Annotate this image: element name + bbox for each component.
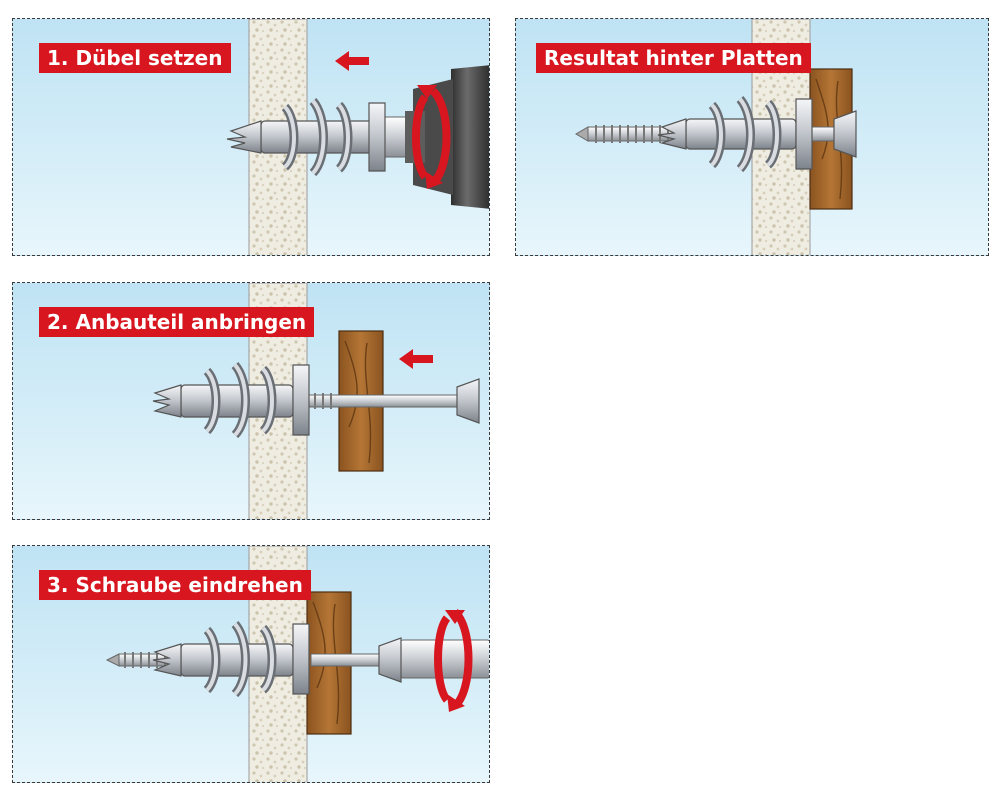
push-arrow-icon — [399, 349, 433, 369]
step-3-panel: 3. Schraube eindrehen — [12, 545, 490, 783]
rotate-arrow-icon — [434, 609, 473, 712]
step-1-panel: 1. Dübel setzen — [12, 18, 490, 256]
step-2-panel: 2. Anbauteil anbringen — [12, 282, 490, 520]
wall-anchor-icon — [152, 362, 310, 439]
step-2-label: 2. Anbauteil anbringen — [39, 307, 315, 337]
step-1-label: 1. Dübel setzen — [39, 43, 231, 73]
result-panel: Resultat hinter Platten — [515, 18, 989, 256]
screw-icon — [105, 652, 176, 668]
wall-anchor-icon — [657, 96, 813, 173]
screw-icon — [308, 378, 480, 424]
push-arrow-icon — [335, 51, 369, 71]
result-label: Resultat hinter Platten — [536, 43, 811, 73]
rotate-arrow-icon — [412, 85, 451, 189]
wall-anchor-icon — [152, 621, 310, 698]
wall-anchor-icon — [226, 98, 386, 177]
step-3-label: 3. Schraube eindrehen — [39, 570, 311, 600]
